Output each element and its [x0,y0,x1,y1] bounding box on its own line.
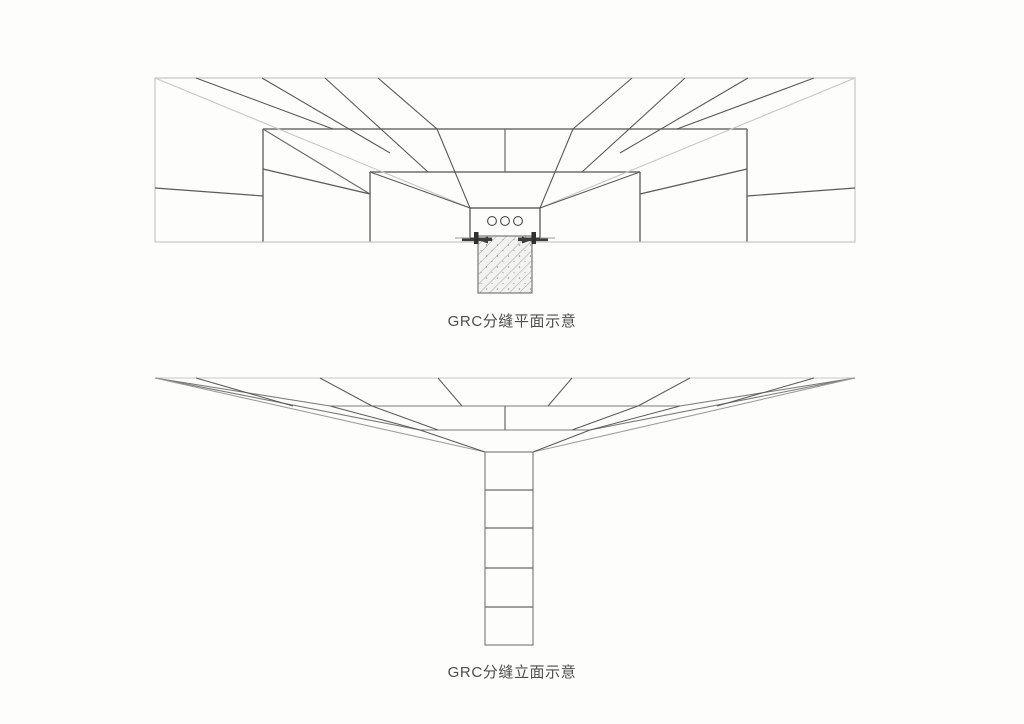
elevation-column-shaft [484,451,534,646]
plan-joint-lines-left-lower [154,168,371,197]
elevation-caption: GRC分缝立面示意 [447,664,577,681]
plan-joint-lines-left-outer [195,77,438,173]
plan-joint-lines-right-outer [572,77,815,173]
plan-joint-lines-left-mid [262,128,371,195]
plan-column-capital [469,207,541,241]
bolt-circle-group [487,216,523,226]
elevation-column-joints [485,489,533,608]
bolt-circle-2 [500,216,510,226]
bolt-circle-3 [513,216,523,226]
plan-caption: GRC分缝平面示意 [447,313,577,330]
elevation-joints-left [195,377,486,453]
plan-figure [154,77,856,294]
anchor-arm-right [518,232,548,244]
plan-corner-diagonals [154,77,856,209]
plan-capital-rays-left [369,128,471,209]
plan-capital-rays-right [539,128,641,209]
elevation-joints-right [532,377,815,453]
elevation-figure [154,377,856,646]
anchor-arm-left [462,232,492,244]
bolt-circle-1 [487,216,497,226]
plan-concrete-column [477,235,533,294]
plan-joint-lines-right-lower [639,168,856,197]
